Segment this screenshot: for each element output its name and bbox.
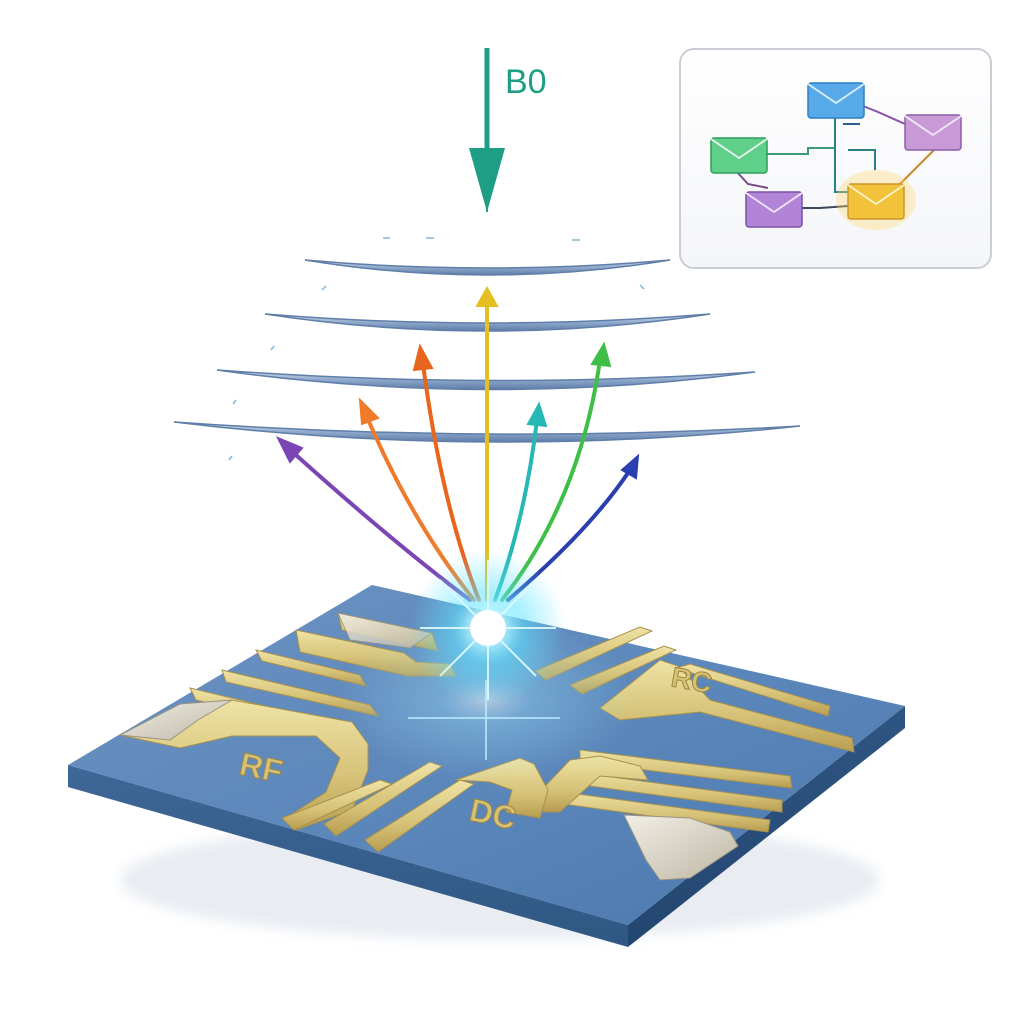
silver-pad-left — [118, 699, 233, 741]
substrate-side-left — [68, 765, 628, 947]
label-rc: RC — [669, 661, 714, 699]
sparkle-dashes — [228, 237, 645, 461]
emission-arrows — [275, 285, 640, 602]
inset-node-blue — [807, 82, 865, 119]
wavefront-1 — [304, 259, 671, 276]
wavefront-3 — [216, 369, 756, 391]
chip: RF RC DC — [68, 550, 905, 947]
inset-node-pink — [904, 114, 962, 151]
ion-core — [470, 610, 506, 646]
inset-node-purple — [745, 191, 803, 228]
network-inset — [679, 48, 992, 269]
electrodes — [118, 612, 855, 853]
wavefront-2 — [264, 313, 711, 332]
inset-node-green — [710, 137, 768, 174]
b0-label: B0 — [505, 63, 547, 101]
inset-node-yellow — [836, 170, 916, 230]
b0-field-arrow — [469, 48, 505, 212]
silver-pad-right — [623, 814, 739, 881]
